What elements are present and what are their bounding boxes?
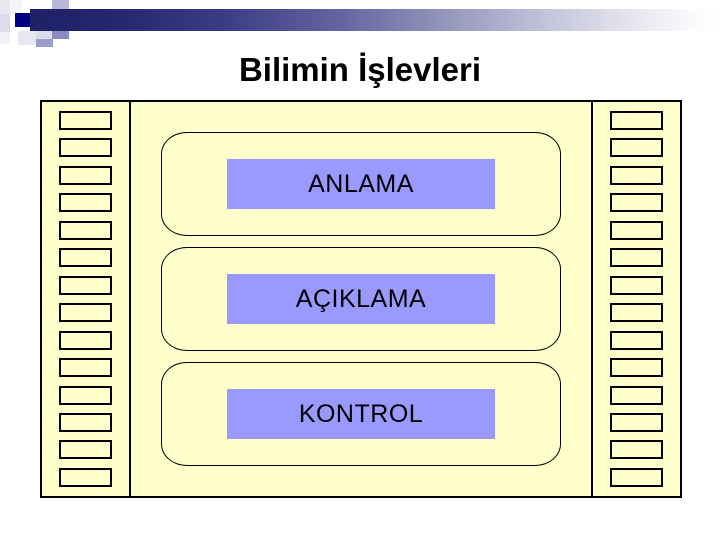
title-gradient-bar xyxy=(30,9,720,31)
sprocket-hole xyxy=(59,248,112,268)
filmstrip-content: ANLAMA AÇIKLAMA KONTROL xyxy=(131,102,591,496)
deco-square-navy xyxy=(15,13,33,27)
deco-square-10 xyxy=(18,31,36,45)
sprocket-hole xyxy=(59,220,112,240)
sprocket-hole xyxy=(59,303,112,323)
sprocket-hole xyxy=(610,330,663,350)
sprocket-hole xyxy=(610,248,663,268)
sprocket-hole xyxy=(59,275,112,295)
page-title: Bilimin İşlevleri xyxy=(238,51,482,88)
deco-square-11 xyxy=(36,39,53,47)
deco-square-2 xyxy=(0,14,10,32)
panel-aciklama: AÇIKLAMA xyxy=(161,247,561,351)
sprocket-column-right xyxy=(591,102,680,496)
panel-anlama: ANLAMA xyxy=(161,132,561,236)
sprocket-hole xyxy=(59,111,112,130)
sprocket-hole xyxy=(610,440,663,460)
panel-label-kontrol: KONTROL xyxy=(227,389,495,439)
deco-square-5 xyxy=(52,0,69,11)
panel-label-aciklama: AÇIKLAMA xyxy=(227,274,495,324)
sprocket-hole xyxy=(610,165,663,185)
sprocket-hole xyxy=(610,275,663,295)
sprocket-hole xyxy=(610,138,663,158)
sprocket-hole xyxy=(610,467,663,487)
sprocket-hole xyxy=(610,220,663,240)
sprocket-hole xyxy=(610,358,663,378)
sprocket-hole xyxy=(59,358,112,378)
sprocket-hole xyxy=(59,138,112,158)
filmstrip-frame: ANLAMA AÇIKLAMA KONTROL xyxy=(40,100,682,498)
sprocket-hole xyxy=(59,385,112,405)
panel-kontrol: KONTROL xyxy=(161,362,561,466)
sprocket-hole xyxy=(59,412,112,432)
sprocket-hole xyxy=(610,193,663,213)
sprocket-hole xyxy=(59,165,112,185)
sprocket-hole xyxy=(59,193,112,213)
sprocket-column-left xyxy=(42,102,131,496)
sprocket-hole xyxy=(59,440,112,460)
sprocket-hole xyxy=(610,412,663,432)
sprocket-hole xyxy=(610,111,663,130)
sprocket-hole xyxy=(610,385,663,405)
sprocket-hole xyxy=(610,303,663,323)
deco-square-4 xyxy=(10,0,22,14)
panel-label-anlama: ANLAMA xyxy=(227,159,495,209)
sprocket-hole xyxy=(59,330,112,350)
deco-square-3 xyxy=(0,32,10,44)
sprocket-hole xyxy=(59,467,112,487)
deco-square-1 xyxy=(0,0,10,14)
